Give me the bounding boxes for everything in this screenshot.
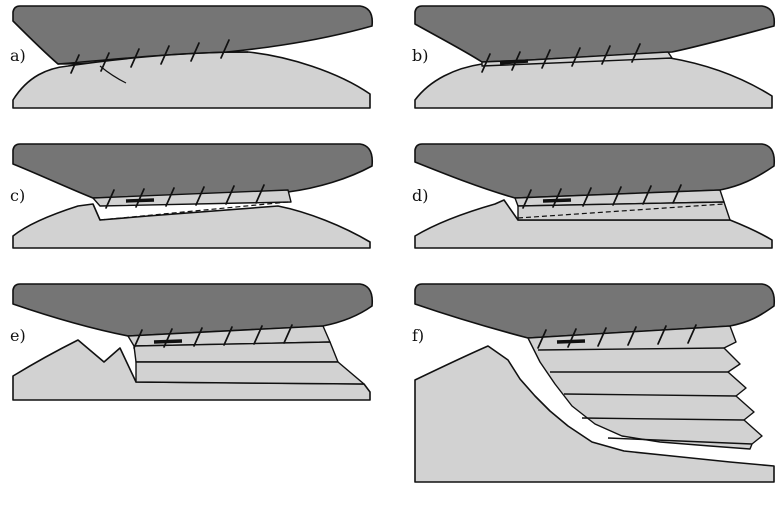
- seam-dark-segment: [125, 198, 155, 203]
- seam-ticks: [537, 324, 697, 349]
- seam-ticks: [70, 39, 230, 74]
- dashed-slip-line: [517, 203, 725, 219]
- panel-label-c: c): [10, 186, 26, 205]
- panel-label-e: e): [10, 326, 26, 345]
- upper-dark-body: [12, 143, 374, 199]
- layer-boundaries: [537, 347, 753, 445]
- panel-label-f: f): [412, 326, 425, 345]
- seam-dark-segment: [499, 59, 529, 65]
- lower-light-body: [12, 339, 371, 401]
- seam-ticks: [522, 184, 682, 209]
- lower-light-body: [414, 345, 775, 483]
- panel-label-b: b): [412, 46, 429, 65]
- upper-dark-body: [414, 5, 776, 63]
- seam-ticks: [105, 184, 265, 209]
- seam-dark-segment: [153, 339, 183, 344]
- panel-label-d: d): [412, 186, 429, 205]
- sheared-layer-stack: [527, 325, 763, 450]
- panel-e-drawing: [12, 283, 374, 401]
- panel-c: c): [8, 143, 374, 249]
- sheared-layer-1: [481, 51, 673, 67]
- panel-f-drawing: [414, 283, 776, 483]
- panel-a-drawing: [12, 5, 374, 109]
- panel-f: f): [410, 283, 776, 483]
- seam-dark-segment: [542, 198, 572, 203]
- seam-ticks: [481, 43, 641, 73]
- panel-label-a: a): [10, 46, 26, 65]
- panel-d-drawing: [414, 143, 776, 249]
- lower-light-body: [12, 203, 371, 249]
- seam-ticks: [133, 324, 293, 349]
- sheared-layer-3: [135, 361, 365, 385]
- panel-c-drawing: [12, 143, 374, 249]
- panel-e: e): [8, 283, 374, 401]
- panel-b: b): [410, 5, 776, 109]
- panel-a: a): [8, 5, 374, 109]
- lower-light-body: [414, 57, 773, 109]
- panel-d: d): [410, 143, 776, 249]
- panel-b-drawing: [414, 5, 776, 109]
